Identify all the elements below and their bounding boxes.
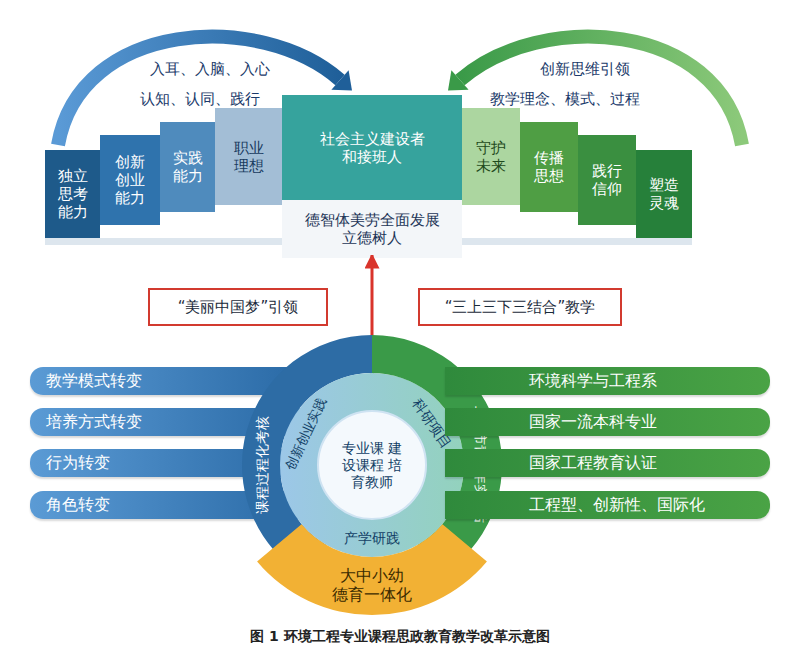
node-text: 传播思想 xyxy=(533,149,565,185)
summit-block: 社会主义建设者和接班人 xyxy=(282,95,462,200)
node-text: 职业理想 xyxy=(233,139,265,175)
platform-base xyxy=(282,200,462,258)
node-text: 环境科学与工程系 xyxy=(529,371,657,390)
node-text: 德智体美劳全面发展 立德树人 xyxy=(297,211,447,247)
step-block: 传播思想 xyxy=(520,122,578,212)
node-text: 创新创业能力 xyxy=(114,153,146,207)
node-text: 践行信仰 xyxy=(591,162,623,198)
node-text: 产学研践 xyxy=(344,530,400,547)
node-text: 角色转变 xyxy=(46,495,110,514)
node-text: “美丽中国梦”引领 xyxy=(178,298,299,316)
step-block: 践行信仰 xyxy=(578,135,636,225)
node-text: 教学模式转变 xyxy=(46,371,142,390)
step-block: 独立思考能力 xyxy=(45,150,100,238)
outline-group xyxy=(318,411,426,519)
outline-group xyxy=(257,524,487,615)
node-text: 行为转变 xyxy=(46,453,110,472)
arc-label: 创新思维引领 xyxy=(540,60,630,78)
goal-base: 德智体美劳全面发展 立德树人 xyxy=(282,203,462,255)
platform-bar: 国家一流本科专业 xyxy=(445,408,770,435)
node-text: 工程型、创新性、国际化 xyxy=(529,495,705,514)
red-frame-box: “三上三下三结合”教学 xyxy=(418,288,622,326)
arc-label: 认知、认同、践行 xyxy=(140,90,260,108)
change-bar: 教学模式转变 xyxy=(30,367,300,394)
node-text: 课程过程化考核 xyxy=(254,416,271,514)
node-text: 独立思考能力 xyxy=(57,167,89,221)
platform-bar: 国家工程教育认证 xyxy=(445,449,770,476)
red-frame-box: “美丽中国梦”引领 xyxy=(148,288,328,326)
step-block: 职业理想 xyxy=(215,108,282,205)
ring-shape xyxy=(280,373,464,557)
core-shape xyxy=(318,411,426,519)
core-circle: 专业课 建设课程 培育教师 xyxy=(317,410,427,520)
node-text: 实践能力 xyxy=(172,149,204,185)
outline-group xyxy=(280,373,464,557)
arrow-head xyxy=(331,70,352,90)
platform-bar: 环境科学与工程系 xyxy=(445,367,770,394)
node-text: 培养方式转变 xyxy=(46,412,142,431)
arrow-head xyxy=(448,70,469,90)
ring-segment-shape xyxy=(257,524,487,615)
node-text: 守护未来 xyxy=(475,139,507,175)
node-text: 国家一流本科专业 xyxy=(529,412,657,431)
platform-bar: 工程型、创新性、国际化 xyxy=(445,491,770,518)
orange-ring-segment: 大中小幼 德育一体化 xyxy=(222,520,522,615)
step-block: 创新创业能力 xyxy=(100,135,160,225)
middle-ring: 创新创业实践科研项目产学研践专业课 建设课程 培育教师 xyxy=(280,373,464,557)
node-text: 专业课 建设课程 培育教师 xyxy=(340,440,404,490)
node-text: “三上三下三结合”教学 xyxy=(445,298,596,316)
step-block: 塑造灵魂 xyxy=(636,150,692,238)
node-text: 大中小幼 德育一体化 xyxy=(331,566,413,604)
arc-label: 教学理念、模式、过程 xyxy=(490,90,640,108)
step-block: 守护未来 xyxy=(462,108,520,205)
node-text: 国家工程教育认证 xyxy=(529,453,657,472)
figure-caption: 图 1 环境工程专业课程思政教育教学改革示意图 xyxy=(0,628,800,645)
step-block: 实践能力 xyxy=(160,122,215,212)
arc-label: 入耳、入脑、入心 xyxy=(150,60,270,78)
node-text: 塑造灵魂 xyxy=(648,176,680,212)
node-text: 社会主义建设者和接班人 xyxy=(319,130,426,166)
